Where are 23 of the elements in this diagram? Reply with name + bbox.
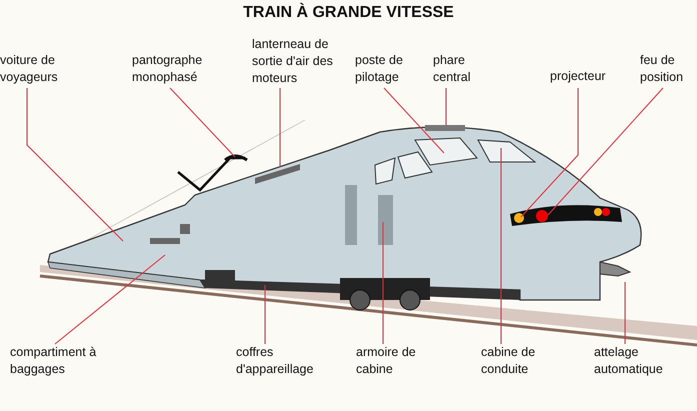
title: TRAIN À GRANDE VITESSE — [242, 2, 455, 23]
leader-line — [520, 88, 578, 218]
leader-line — [26, 88, 124, 242]
part-label: pantographe monophasé — [132, 52, 222, 86]
part-label: poste de pilotage — [355, 52, 415, 86]
leader-line — [264, 284, 266, 344]
leader-line — [170, 88, 236, 158]
leader-line — [54, 254, 166, 344]
part-label: lanterneau de sortie d'air des moteurs — [252, 36, 352, 87]
leader-line — [624, 282, 626, 344]
leader-line — [500, 148, 502, 344]
part-label: projecteur — [550, 68, 616, 85]
part-label: armoire de cabine — [356, 344, 426, 378]
part-label: cabine de conduite — [481, 344, 551, 378]
part-label: voiture de voyageurs — [0, 52, 80, 86]
leader-line — [384, 88, 444, 154]
leader-line — [382, 222, 384, 344]
part-label: compartiment à baggages — [10, 344, 110, 378]
part-label: attelage automatique — [594, 344, 684, 378]
part-label: phare central — [433, 52, 483, 86]
part-label: coffres d'appareillage — [236, 344, 326, 378]
leader-line — [548, 88, 664, 216]
part-label: feu de position — [640, 52, 697, 86]
